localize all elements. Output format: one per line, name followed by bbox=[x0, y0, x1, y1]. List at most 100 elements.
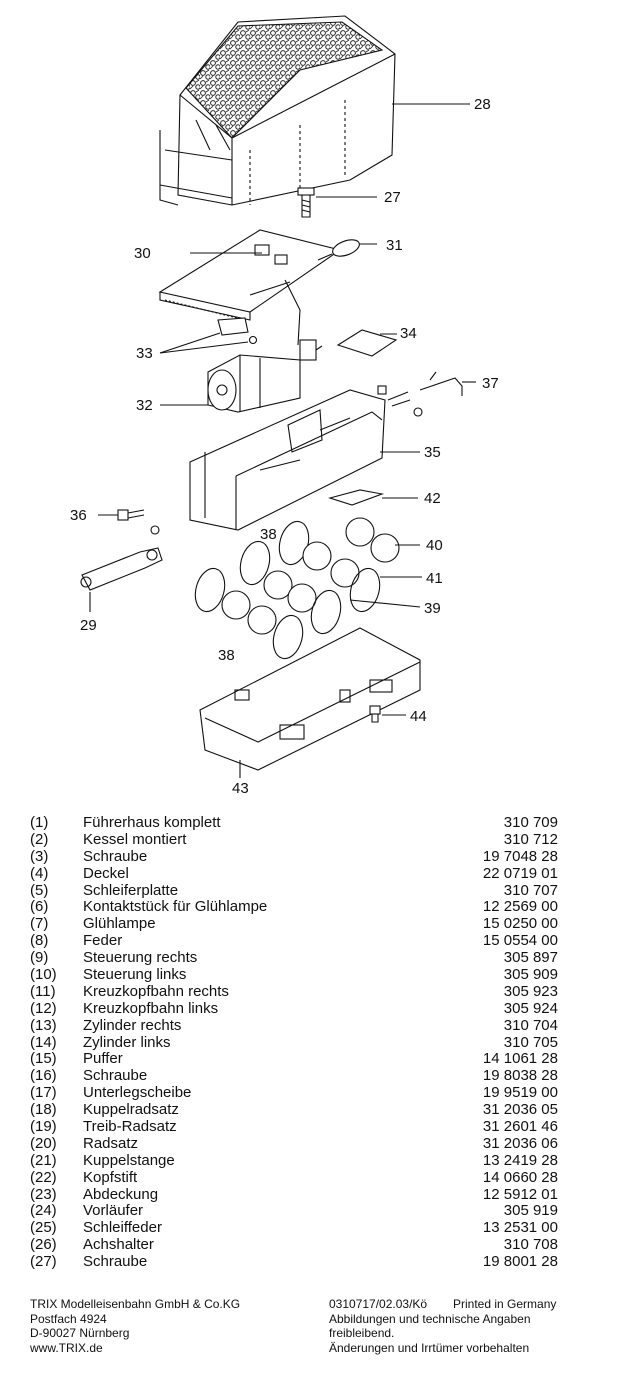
callout-label: 28 bbox=[474, 96, 491, 113]
part-name: Kontaktstück für Glühlampe bbox=[83, 898, 268, 916]
part-code: 305 924 bbox=[503, 999, 558, 1017]
part-number: (13) bbox=[30, 1016, 57, 1034]
part-code: 310 708 bbox=[503, 1236, 558, 1254]
part-number: (1) bbox=[30, 814, 49, 831]
part-code: 310 712 bbox=[503, 830, 558, 848]
part-name: Feder bbox=[83, 932, 123, 950]
contact-strip bbox=[217, 317, 249, 336]
callout-label: 37 bbox=[482, 375, 499, 392]
callout-label: 30 bbox=[134, 245, 151, 262]
cover-42 bbox=[328, 489, 385, 506]
screw-44 bbox=[369, 705, 381, 723]
postbox: Postfach 4924 bbox=[30, 1311, 107, 1326]
part-name: Kuppelstange bbox=[83, 1151, 175, 1169]
part-code: 305 919 bbox=[503, 1202, 558, 1220]
part-code: 13 2531 00 bbox=[482, 1219, 558, 1237]
part-number: (8) bbox=[30, 932, 49, 950]
part-code: 310 709 bbox=[503, 814, 558, 831]
callout-label: 35 bbox=[424, 444, 441, 461]
part-number: (22) bbox=[30, 1168, 57, 1186]
part-name: Unterlegscheibe bbox=[83, 1084, 192, 1102]
part-name: Radsatz bbox=[83, 1134, 139, 1152]
callout-label: 31 bbox=[386, 237, 403, 254]
part-code: 19 8038 28 bbox=[482, 1067, 558, 1085]
parts-list-row: (26) Achshalter 310 708 bbox=[30, 1236, 570, 1254]
part-number: (2) bbox=[30, 830, 49, 848]
part-code: 310 707 bbox=[503, 881, 558, 899]
disclaimer-line: freibleibend. bbox=[329, 1326, 395, 1340]
disclaimer-line: Abbildungen und technische Angaben bbox=[329, 1311, 531, 1326]
website-link[interactable]: www.TRIX.de bbox=[30, 1340, 103, 1355]
plate-34 bbox=[336, 329, 398, 357]
part-name: Treib-Radsatz bbox=[83, 1118, 177, 1136]
exploded-parts-diagram: 28 27 30 31 33 34 32 37 35 36 42 38 40 4… bbox=[70, 15, 499, 797]
screw-27 bbox=[297, 187, 315, 218]
part-code: 305 909 bbox=[503, 966, 558, 984]
printed-in: Printed in Germany bbox=[453, 1297, 557, 1311]
part-code: 305 897 bbox=[503, 949, 558, 967]
part-number: (19) bbox=[30, 1118, 57, 1136]
part-name: Kessel montiert bbox=[83, 830, 187, 848]
callout-label: 34 bbox=[400, 325, 417, 342]
part-code: 13 2419 28 bbox=[482, 1151, 558, 1169]
parts-list-row: (2) Kessel montiert 310 712 bbox=[30, 830, 570, 849]
part-number: (12) bbox=[30, 999, 57, 1017]
city: D-90027 Nürnberg bbox=[30, 1326, 130, 1340]
part-name: Vorläufer bbox=[83, 1202, 144, 1220]
part-name: Abdeckung bbox=[83, 1185, 159, 1203]
company-name: TRIX Modelleisenbahn GmbH & Co.KG bbox=[30, 1297, 241, 1311]
part-name: Steuerung links bbox=[83, 966, 187, 984]
part-name: Kreuzkopfbahn rechts bbox=[83, 982, 229, 1000]
screw-36 bbox=[117, 509, 160, 535]
part-code: 12 2569 00 bbox=[482, 898, 558, 916]
part-code: 15 0250 00 bbox=[482, 915, 558, 933]
part-number: (20) bbox=[30, 1134, 57, 1152]
part-number: (11) bbox=[30, 982, 56, 1000]
part-number: (26) bbox=[30, 1236, 57, 1254]
contact-board bbox=[158, 229, 342, 346]
part-name: Achshalter bbox=[83, 1236, 154, 1254]
frame-43 bbox=[199, 627, 421, 771]
part-code: 12 5912 01 bbox=[482, 1185, 558, 1203]
part-code: 15 0554 00 bbox=[482, 932, 558, 950]
part-number: (25) bbox=[30, 1219, 57, 1237]
part-name: Zylinder links bbox=[83, 1033, 171, 1051]
callout-label: 29 bbox=[80, 617, 97, 634]
callout-label: 38 bbox=[260, 526, 277, 543]
part-code: 310 705 bbox=[503, 1033, 558, 1051]
part-number: (4) bbox=[30, 864, 49, 882]
parts-list-row: (20) Radsatz 31 2036 06 bbox=[30, 1134, 570, 1153]
part-name: Schleiferplatte bbox=[83, 881, 179, 899]
callout-label: 33 bbox=[136, 345, 153, 362]
part-name: Kopfstift bbox=[83, 1168, 138, 1186]
part-code: 31 2036 06 bbox=[482, 1134, 558, 1152]
part-code: 22 0719 01 bbox=[482, 864, 558, 882]
coupling-rod-29 bbox=[80, 547, 163, 591]
callout-label: 27 bbox=[384, 189, 401, 206]
parts-list-row: (21) Kuppelstange 13 2419 28 bbox=[30, 1151, 570, 1170]
part-name: Puffer bbox=[83, 1050, 123, 1068]
callout-label: 44 bbox=[410, 708, 427, 725]
lamp-31 bbox=[317, 239, 360, 261]
part-name: Schraube bbox=[83, 847, 148, 865]
part-number: (17) bbox=[30, 1084, 57, 1102]
tender-body bbox=[159, 15, 396, 206]
part-name: Zylinder rechts bbox=[83, 1016, 182, 1034]
part-number: (3) bbox=[30, 847, 49, 865]
part-number: (18) bbox=[30, 1101, 57, 1119]
part-number: (21) bbox=[30, 1151, 57, 1169]
